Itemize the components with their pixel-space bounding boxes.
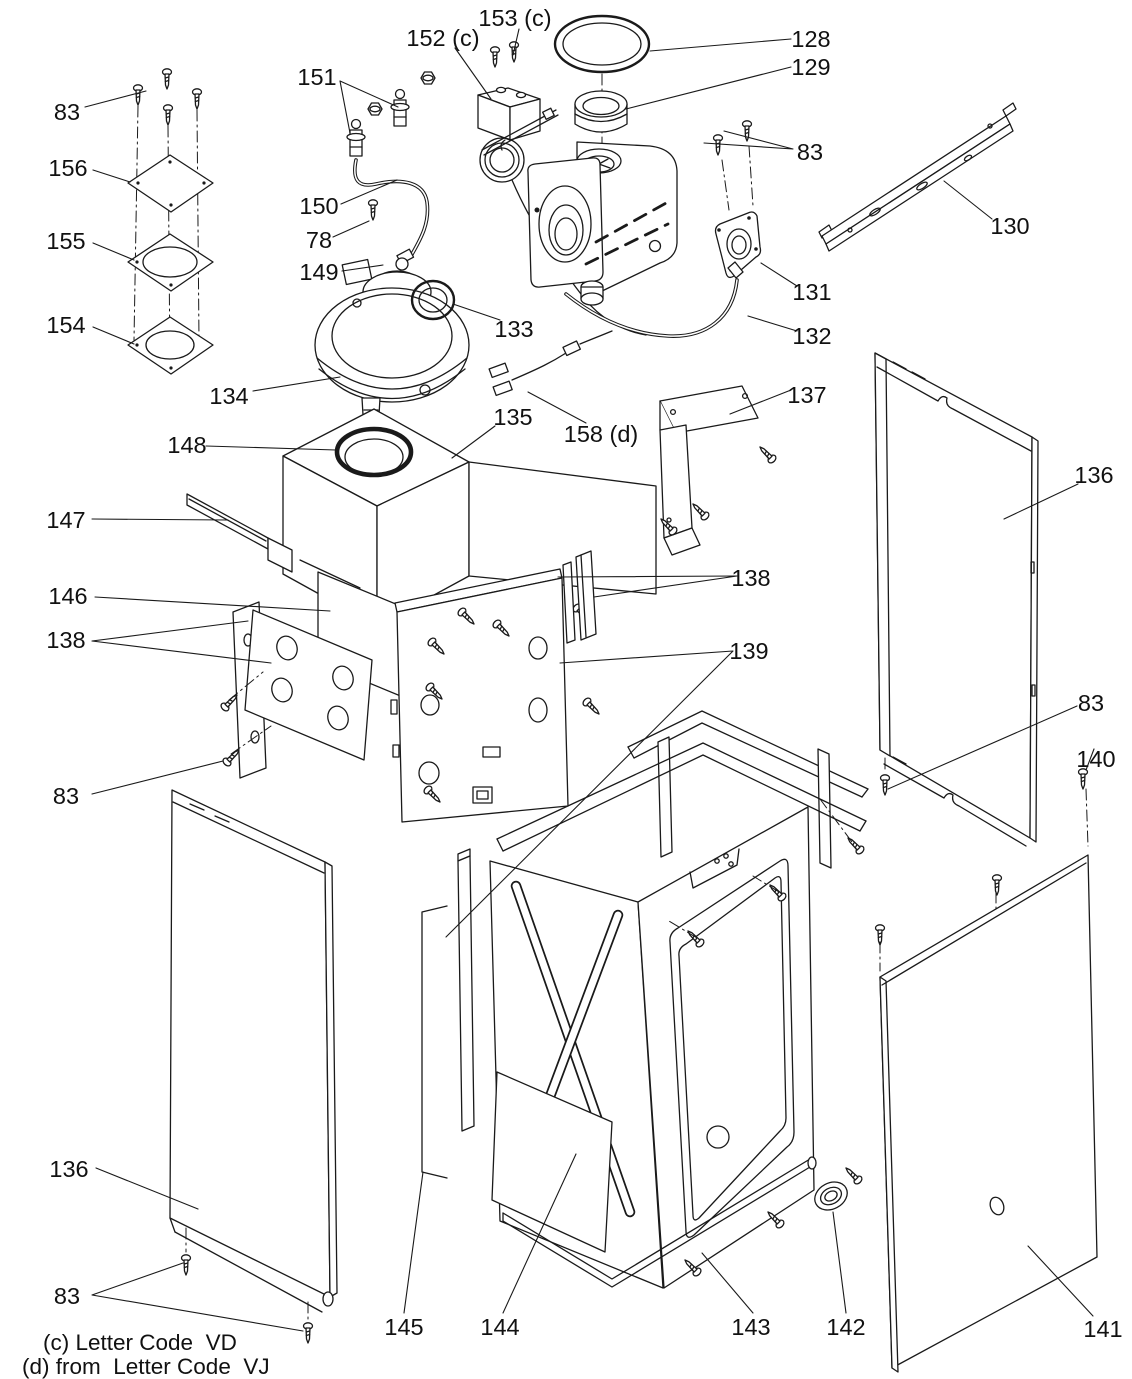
part-bracket-137 (657, 385, 779, 556)
part-label-83-side-panel-screw: 83 (1078, 690, 1104, 716)
part-ring-133 (410, 279, 456, 321)
part-label-130: 130 (990, 213, 1029, 239)
part-rail-130 (818, 102, 1017, 252)
part-panels-138-left (218, 601, 373, 779)
part-label-128: 128 (791, 26, 830, 52)
part-blower-134 (314, 258, 470, 442)
part-label-144: 144 (480, 1314, 519, 1340)
part-label-83-left-panel-screws: 83 (54, 1283, 80, 1309)
part-side-panel-136-left (169, 789, 338, 1344)
part-strip-147 (186, 493, 293, 573)
part-side-panel-136-right (874, 352, 1039, 847)
part-label-141: 141 (1083, 1316, 1122, 1342)
part-label-143: 143 (731, 1314, 770, 1340)
part-label-83-insulation-screws: 83 (53, 783, 79, 809)
part-label-139: 139 (729, 638, 768, 664)
part-label-137: 137 (787, 382, 826, 408)
part-cable-132 (564, 278, 739, 338)
plate-155 (127, 233, 214, 292)
hex-nut (420, 71, 436, 85)
part-label-150: 150 (299, 193, 338, 219)
part-label-133: 133 (494, 316, 533, 342)
part-label-155: 155 (46, 228, 85, 254)
part-gas-valve-assembly (346, 71, 436, 271)
o-ring-148 (334, 426, 414, 478)
part-label-151: 151 (297, 64, 336, 90)
hex-nut (367, 102, 383, 116)
part-label-145: 145 (384, 1314, 423, 1340)
part-plate-stack-154-155-156 (127, 68, 214, 375)
part-label-153: 153 (c) (478, 5, 551, 31)
part-label-156: 156 (48, 155, 87, 181)
part-label-83-plate-screws: 83 (54, 99, 80, 125)
part-label-83-junction-screws: 83 (797, 139, 823, 165)
part-label-140: 140 (1076, 746, 1115, 772)
part-label-138-right: 138 (731, 565, 770, 591)
part-label-138-left: 138 (46, 627, 85, 653)
part-label-132: 132 (792, 323, 831, 349)
footnote-letter-code-c: (c) Letter Code VD (43, 1330, 237, 1355)
part-label-154: 154 (46, 312, 85, 338)
valve-151-left (346, 118, 366, 157)
part-label-147: 147 (46, 507, 85, 533)
fitting-149 (395, 248, 415, 271)
part-box-135 (282, 408, 657, 627)
part-label-142: 142 (826, 1314, 865, 1340)
part-limit-control-152 (477, 41, 647, 336)
part-label-158: 158 (d) (564, 421, 638, 447)
part-label-135: 135 (493, 404, 532, 430)
part-label-131: 131 (792, 279, 831, 305)
part-cabinet-shell (421, 710, 869, 1289)
part-label-148: 148 (167, 432, 206, 458)
footnotes: (c) Letter Code VD (d) from Letter Code … (22, 1330, 270, 1379)
part-label-136-left: 136 (49, 1156, 88, 1182)
part-label-136-right: 136 (1074, 462, 1113, 488)
part-junction-plate-131 (712, 120, 762, 279)
part-heat-exchanger-tank (527, 141, 678, 306)
part-grommet-142 (814, 1181, 848, 1211)
group-bracket-145 (421, 905, 448, 1179)
part-label-134: 134 (209, 383, 248, 409)
part-wire-158 (488, 330, 613, 397)
plate-154 (127, 316, 214, 375)
part-collar-129 (574, 90, 628, 133)
leader-lines (84, 28, 1095, 1332)
part-label-146: 146 (48, 583, 87, 609)
part-strips-138-right (562, 550, 597, 644)
footnote-letter-code-d: (d) from Letter Code VJ (22, 1354, 270, 1379)
part-label-78: 78 (306, 227, 332, 253)
part-label-152: 152 (c) (406, 25, 479, 51)
part-label-149: 149 (299, 259, 338, 285)
part-label-129: 129 (791, 54, 830, 80)
part-panel-141 (874, 768, 1098, 1373)
plate-156 (127, 154, 214, 213)
